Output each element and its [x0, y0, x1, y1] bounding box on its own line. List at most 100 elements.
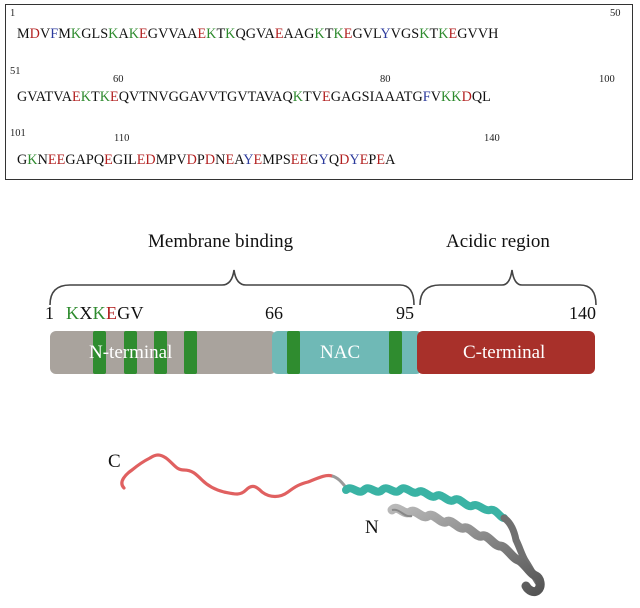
- kxkegv-motif: KXKEGV: [66, 304, 144, 322]
- residue: T: [429, 26, 439, 42]
- position-95: 95: [396, 303, 414, 323]
- residue: K: [440, 89, 452, 105]
- residue: K: [451, 89, 462, 105]
- residue: Q: [93, 152, 105, 168]
- residue: T: [218, 89, 228, 105]
- residue: K: [99, 89, 111, 105]
- residue: Q: [118, 89, 130, 105]
- residue: G: [178, 89, 190, 105]
- residue: K: [80, 89, 91, 105]
- residue: N: [37, 152, 48, 168]
- residue: V: [39, 26, 51, 42]
- residue: A: [384, 89, 395, 105]
- seq-number: 100: [599, 74, 615, 85]
- residue: M: [17, 26, 30, 42]
- residue: A: [341, 89, 352, 105]
- residue: N: [148, 89, 159, 105]
- residue: T: [247, 89, 256, 105]
- residue: E: [104, 152, 113, 168]
- residue: I: [123, 152, 128, 168]
- residue: V: [176, 152, 187, 168]
- seq-number: 60: [113, 74, 124, 85]
- residue: G: [168, 89, 179, 105]
- residue: G: [351, 89, 362, 105]
- motif-letter: K: [66, 303, 80, 323]
- residue: K: [225, 26, 236, 42]
- residue: L: [91, 26, 101, 42]
- residue: P: [368, 152, 377, 168]
- residue: P: [85, 152, 94, 168]
- residue: T: [91, 89, 100, 105]
- residue: A: [255, 89, 264, 105]
- residue: G: [65, 152, 76, 168]
- residue: S: [282, 152, 291, 168]
- residue: V: [168, 26, 177, 42]
- repeat-band: [287, 331, 300, 374]
- n-terminal-label: N-terminal: [89, 342, 173, 363]
- n-terminal-helix-lower: [387, 503, 545, 597]
- residue: K: [27, 152, 38, 168]
- residue: V: [362, 26, 374, 42]
- residue: E: [448, 26, 458, 42]
- seq-number: 140: [484, 133, 500, 144]
- residue: G: [308, 152, 319, 168]
- residue: M: [58, 26, 71, 42]
- residue: E: [322, 89, 331, 105]
- residue: V: [208, 89, 219, 105]
- residue: T: [303, 89, 312, 105]
- seq-number: 50: [610, 8, 621, 19]
- residue: K: [128, 26, 140, 42]
- residue: V: [477, 26, 489, 42]
- residue: S: [411, 26, 420, 42]
- residue: P: [274, 152, 283, 168]
- seq-number: 110: [114, 133, 130, 144]
- repeat-band: [389, 331, 402, 374]
- residue: T: [216, 26, 226, 42]
- sequence-line-3: GKNEEGAPQEGILEDMPVDPDNEAYEMPSEEGYQDYEPEA: [17, 153, 395, 167]
- residue: E: [110, 89, 119, 105]
- membrane-brace: [49, 269, 415, 306]
- residue: V: [430, 89, 441, 105]
- residue: T: [403, 89, 413, 105]
- n-terminus-label: N: [365, 517, 379, 538]
- sequence-line-2: GVATVAEKTKEQVTNVGGAVVTGVTAVAQKTVEGAGSIAA…: [17, 90, 491, 104]
- acidic-region-label: Acidic region: [446, 231, 550, 252]
- residue: K: [419, 26, 430, 42]
- residue: A: [75, 152, 86, 168]
- residue: V: [197, 89, 208, 105]
- residue: E: [274, 26, 284, 42]
- residue: D: [29, 26, 40, 42]
- nac-helix: [342, 484, 508, 522]
- residue: M: [262, 152, 275, 168]
- residue: K: [206, 26, 217, 42]
- residue: V: [256, 26, 265, 42]
- residue: A: [293, 26, 305, 42]
- residue: V: [129, 89, 140, 105]
- residue: V: [158, 89, 169, 105]
- residue: K: [333, 26, 344, 42]
- residue: Q: [471, 89, 483, 105]
- sequence-box: 1 50 MDVFMKGLSKAKEGVVAAEKTKQGVAEAAGKTKEG…: [5, 4, 633, 180]
- motif-letter: G: [117, 303, 131, 323]
- residue: F: [422, 89, 431, 105]
- residue: A: [35, 89, 45, 105]
- residue: Y: [380, 26, 391, 42]
- residue: V: [311, 89, 323, 105]
- residue: A: [283, 26, 294, 42]
- seq-number: 101: [10, 128, 26, 139]
- residue: I: [369, 89, 375, 105]
- residue: E: [299, 152, 309, 168]
- residue: E: [359, 152, 369, 168]
- residue: S: [361, 89, 370, 105]
- residue: H: [488, 26, 499, 42]
- residue: D: [145, 152, 156, 168]
- residue: K: [292, 89, 304, 105]
- residue: G: [400, 26, 412, 42]
- residue: N: [215, 152, 226, 168]
- residue: D: [186, 152, 197, 168]
- residue: V: [263, 89, 273, 105]
- residue: A: [118, 26, 129, 42]
- residue: L: [127, 152, 137, 168]
- residue: E: [136, 152, 146, 168]
